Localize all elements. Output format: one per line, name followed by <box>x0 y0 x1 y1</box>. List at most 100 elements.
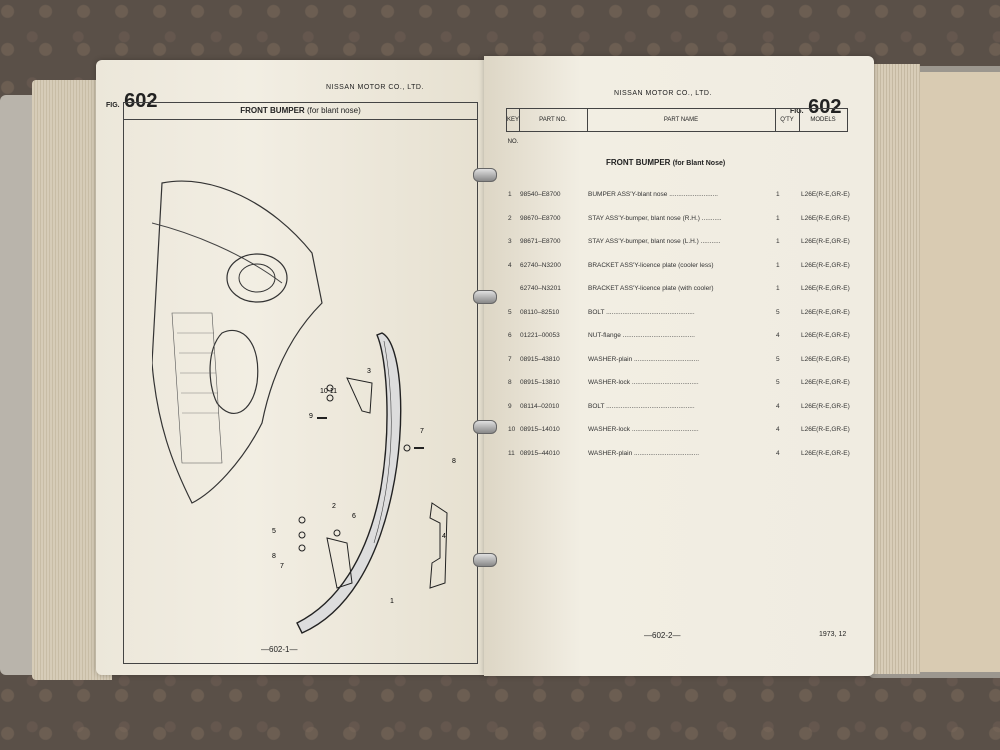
cell-part: 98671–E8700 <box>520 238 561 245</box>
right-page: NISSAN MOTOR CO., LTD. FIG. 602 KEY NO. … <box>484 56 874 676</box>
cell-key: 11 <box>508 449 515 457</box>
cell-qty: 5 <box>776 379 780 386</box>
callout-4: 4 <box>442 533 446 540</box>
subtitle-text: (for blant nose) <box>306 106 361 115</box>
left-page: NISSAN MOTOR CO., LTD. FIG. 602 FRONT BU… <box>96 60 486 675</box>
company-name: NISSAN MOTOR CO., LTD. <box>614 90 712 97</box>
cell-model: L26E(R-E,GR-E) <box>801 261 850 269</box>
cell-part: 08114–02010 <box>520 402 560 410</box>
print-date: 1973, 12 <box>819 631 847 638</box>
binder-ring <box>473 553 497 567</box>
callout-5: 5 <box>272 528 276 535</box>
callout-7b: 7 <box>280 563 284 570</box>
cell-name: BOLT ...................................… <box>588 402 695 410</box>
table-row: 7 08915–43810 WASHER-plain ...............… <box>506 355 850 370</box>
cell-part: 98540–E8700 <box>520 191 561 198</box>
cell-name: WASHER-plain ...........................… <box>588 449 700 457</box>
cell-name: STAY ASS'Y-bumper, blant nose (R.H.) ...… <box>588 214 722 222</box>
diagram-title: FRONT BUMPER (for blant nose) <box>124 103 477 120</box>
cell-qty: 1 <box>776 238 780 245</box>
fig-number: 602 <box>808 96 842 118</box>
binder-ring <box>473 290 497 304</box>
cell-part: 08110–82510 <box>520 308 560 316</box>
cell-part: 08915–44010 <box>520 449 560 457</box>
figure-number: FIG. 602 <box>106 90 157 113</box>
cell-qty: 4 <box>776 332 780 339</box>
table-row: 5 08110–82510 BOLT .......................… <box>506 308 850 323</box>
header-part-name: PART NAME <box>587 109 776 131</box>
cell-qty: 4 <box>776 449 780 457</box>
company-name: NISSAN MOTOR CO., LTD. <box>326 84 424 91</box>
cell-part: 62740–N3200 <box>520 261 561 269</box>
callout-6: 6 <box>352 513 356 520</box>
header-key-no: KEY NO. <box>507 109 520 145</box>
section-title: FRONT BUMPER (for Blant Nose) <box>606 158 725 167</box>
cell-part: 08915–13810 <box>520 379 560 386</box>
fig-number: 602 <box>124 90 158 112</box>
cell-qty: 1 <box>776 285 780 292</box>
callout-8b: 8 <box>272 553 276 560</box>
subtitle-text: (for Blant Nose) <box>672 160 726 167</box>
cell-key: 3 <box>508 238 512 245</box>
cell-key: 1 <box>508 191 512 198</box>
cell-key: 5 <box>508 308 512 316</box>
cell-key: 10 <box>508 426 516 433</box>
table-row: 10 08915–14010 WASHER-lock ...............… <box>506 426 850 440</box>
cell-name: WASHER-plain ...........................… <box>588 355 700 363</box>
cell-name: WASHER-lock ............................… <box>588 426 699 433</box>
page-footer: —602-1— <box>261 645 298 654</box>
table-row: 3 98671–E8700 STAY ASS'Y-bumper, blant nos… <box>506 238 850 252</box>
cell-part: 01221–00053 <box>520 332 560 339</box>
table-row: 8 08915–13810 WASHER-lock ................… <box>506 379 850 393</box>
cell-name: BOLT ...................................… <box>588 308 695 316</box>
cell-name: WASHER-lock ............................… <box>588 379 699 386</box>
callout-9: 9 <box>309 413 313 420</box>
cell-qty: 1 <box>776 261 780 269</box>
cell-model: L26E(R-E,GR-E) <box>801 191 850 198</box>
callout-10: 10 11 <box>320 388 337 395</box>
callout-3: 3 <box>367 368 371 375</box>
cell-model: L26E(R-E,GR-E) <box>801 426 850 433</box>
cell-key: 4 <box>508 261 512 269</box>
cell-part: 08915–14010 <box>520 426 560 433</box>
table-row: 4 62740–N3200 BRACKET ASS'Y-licence plate … <box>506 261 850 276</box>
cell-model: L26E(R-E,GR-E) <box>801 308 850 316</box>
exploded-bumper-diagram: 3 10 11 9 7 8 4 2 6 5 8 7 1 <box>152 180 456 634</box>
cell-qty: 5 <box>776 308 780 316</box>
cell-qty: 4 <box>776 426 780 433</box>
cell-part: 98670–E8700 <box>520 214 561 222</box>
cell-part: 62740–N3201 <box>520 285 561 292</box>
cell-qty: 1 <box>776 214 780 222</box>
cell-name: STAY ASS'Y-bumper, blant nose (L.H.) ...… <box>588 238 721 245</box>
header-qty: Q'TY <box>775 109 800 131</box>
table-header: KEY NO. PART NO. PART NAME Q'TY MODELS <box>506 108 848 145</box>
cell-name: BRACKET ASS'Y-licence plate (with cooler… <box>588 285 714 292</box>
callout-2: 2 <box>332 503 336 510</box>
fig-label: FIG. <box>106 102 120 109</box>
diagram-frame: FRONT BUMPER (for blant nose) <box>123 102 478 664</box>
cell-name: BRACKET ASS'Y-licence plate (cooler less… <box>588 261 714 269</box>
cell-key: 7 <box>508 355 512 363</box>
title-text: FRONT BUMPER <box>606 158 671 167</box>
cell-qty: 1 <box>776 191 780 198</box>
cell-part: 08915–43810 <box>520 355 560 363</box>
header-models: MODELS <box>810 117 836 123</box>
callout-1: 1 <box>390 598 394 605</box>
cell-name: NUT-flange .............................… <box>588 332 695 339</box>
cell-model: L26E(R-E,GR-E) <box>801 238 850 245</box>
binder-ring <box>473 168 497 182</box>
cell-key: 8 <box>508 379 512 386</box>
cell-key: 2 <box>508 214 512 222</box>
cell-model: L26E(R-E,GR-E) <box>801 449 850 457</box>
table-row: 2 98670–E8700 STAY ASS'Y-bumper, blant nos… <box>506 214 850 229</box>
cell-qty: 5 <box>776 355 780 363</box>
table-row: 11 08915–44010 WASHER-plain ..............… <box>506 449 850 464</box>
table-row: 9 08114–02010 BOLT .......................… <box>506 402 850 417</box>
callout-7: 7 <box>420 428 424 435</box>
cell-key: 9 <box>508 402 512 410</box>
cell-model: L26E(R-E,GR-E) <box>801 379 850 386</box>
table-row: 62740–N3201 BRACKET ASS'Y-licence plate (… <box>506 285 850 299</box>
cell-model: L26E(R-E,GR-E) <box>801 285 850 292</box>
